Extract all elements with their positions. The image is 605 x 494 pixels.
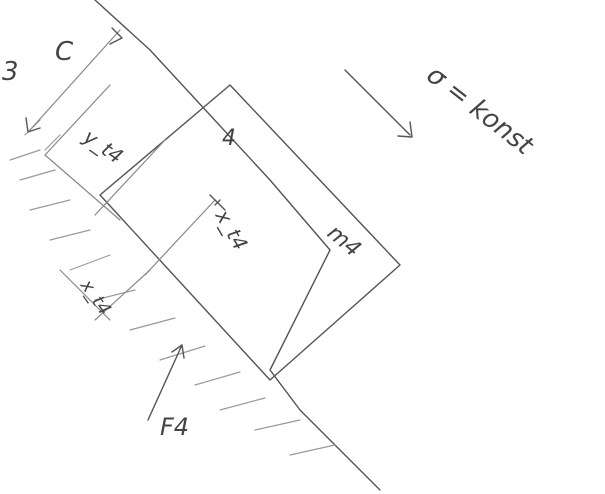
label-x-t4-low: x_t4 (75, 275, 115, 319)
label-mass: m4 (322, 220, 365, 262)
label-sigma-const: σ = konst (421, 60, 539, 162)
label-three: 3 (2, 57, 19, 87)
label-c: C (55, 37, 74, 67)
label-block-number: 4 (222, 126, 236, 151)
force-arrow (147, 344, 185, 421)
ground-hatching (9, 119, 336, 456)
label-force: F4 (160, 413, 189, 441)
label-y-t4: y_t4 (78, 124, 127, 169)
direction-arrow (344, 69, 413, 138)
label-x-t4-mid: x_t4 (210, 205, 252, 255)
block-outline (99, 84, 401, 381)
incline-surface-line (94, 0, 381, 491)
dimension-lines (25, 27, 226, 321)
